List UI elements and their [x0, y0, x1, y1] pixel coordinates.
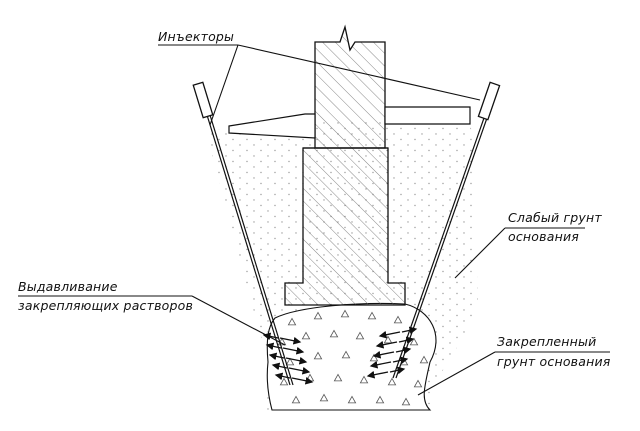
soil-triangle-mark — [413, 379, 423, 388]
soil-triangle-mark — [359, 375, 369, 384]
weak-soil-label-line1: Слабый грунт — [508, 210, 602, 225]
soil-triangle-mark — [301, 331, 311, 340]
soil-triangle-mark — [393, 315, 403, 324]
extrusion-arrow — [265, 342, 282, 351]
foundation — [284, 147, 406, 306]
extrusion-arrow — [282, 346, 305, 355]
extrusion-arrow — [279, 336, 302, 345]
soil-triangle-mark — [333, 373, 343, 382]
soil-triangle-mark — [287, 317, 297, 326]
extrusion-label-line1: Выдавливание — [18, 279, 118, 294]
soil-triangle-mark — [319, 393, 329, 402]
extrusion-arrow — [268, 352, 285, 361]
floor-slabs — [228, 106, 471, 139]
soil-triangle-mark — [419, 355, 429, 364]
extrusion-arrow — [372, 350, 395, 359]
soil-triangle-mark — [347, 395, 357, 404]
soil-triangle-mark — [279, 377, 289, 386]
extrusion-arrow — [375, 340, 398, 349]
soil-triangle-mark — [329, 329, 339, 338]
injectors-label: Инъекторы — [158, 29, 234, 44]
soil-triangle-mark — [383, 335, 393, 344]
soil-triangle-mark — [367, 311, 377, 320]
extrusion-arrow — [285, 356, 308, 365]
extrusion-arrow — [401, 326, 418, 335]
fixed-soil-label-line2: грунт основания — [497, 354, 611, 369]
extrusion-arrow — [395, 346, 412, 355]
extrusion-arrow — [271, 362, 288, 371]
soil-triangle-mark — [340, 309, 350, 318]
soil-triangle-mark — [375, 395, 385, 404]
soil-triangle-mark — [285, 357, 295, 366]
extrusion-arrow — [291, 376, 314, 385]
fixed-soil-label-line1: Закрепленный — [497, 334, 596, 349]
extrusion-arrow — [274, 372, 291, 381]
consolidated-soil-bulb — [266, 302, 437, 411]
extrusion-arrow — [392, 356, 409, 365]
extrusion-arrow — [288, 366, 311, 375]
extrusion-label-line2: закрепляющих растворов — [18, 298, 193, 313]
soil-triangle-mark — [313, 351, 323, 360]
right-injector — [392, 81, 501, 379]
soil-triangle-mark — [401, 397, 411, 406]
extrusion-arrow — [398, 336, 415, 345]
column — [314, 24, 386, 149]
leader-lines — [18, 44, 610, 396]
soil-triangle-mark — [387, 377, 397, 386]
extrusion-arrows — [262, 326, 418, 385]
weak-soil-label-line2: основания — [508, 229, 579, 244]
soil-triangle-mark — [291, 395, 301, 404]
soil-triangle-mark — [355, 331, 365, 340]
extrusion-arrow — [366, 370, 389, 379]
soil-triangle-mark — [341, 350, 351, 359]
extrusion-arrow — [369, 360, 392, 369]
soil-triangle-mark — [313, 311, 323, 320]
extrusion-arrow — [389, 366, 406, 375]
extrusion-arrow — [378, 330, 401, 339]
